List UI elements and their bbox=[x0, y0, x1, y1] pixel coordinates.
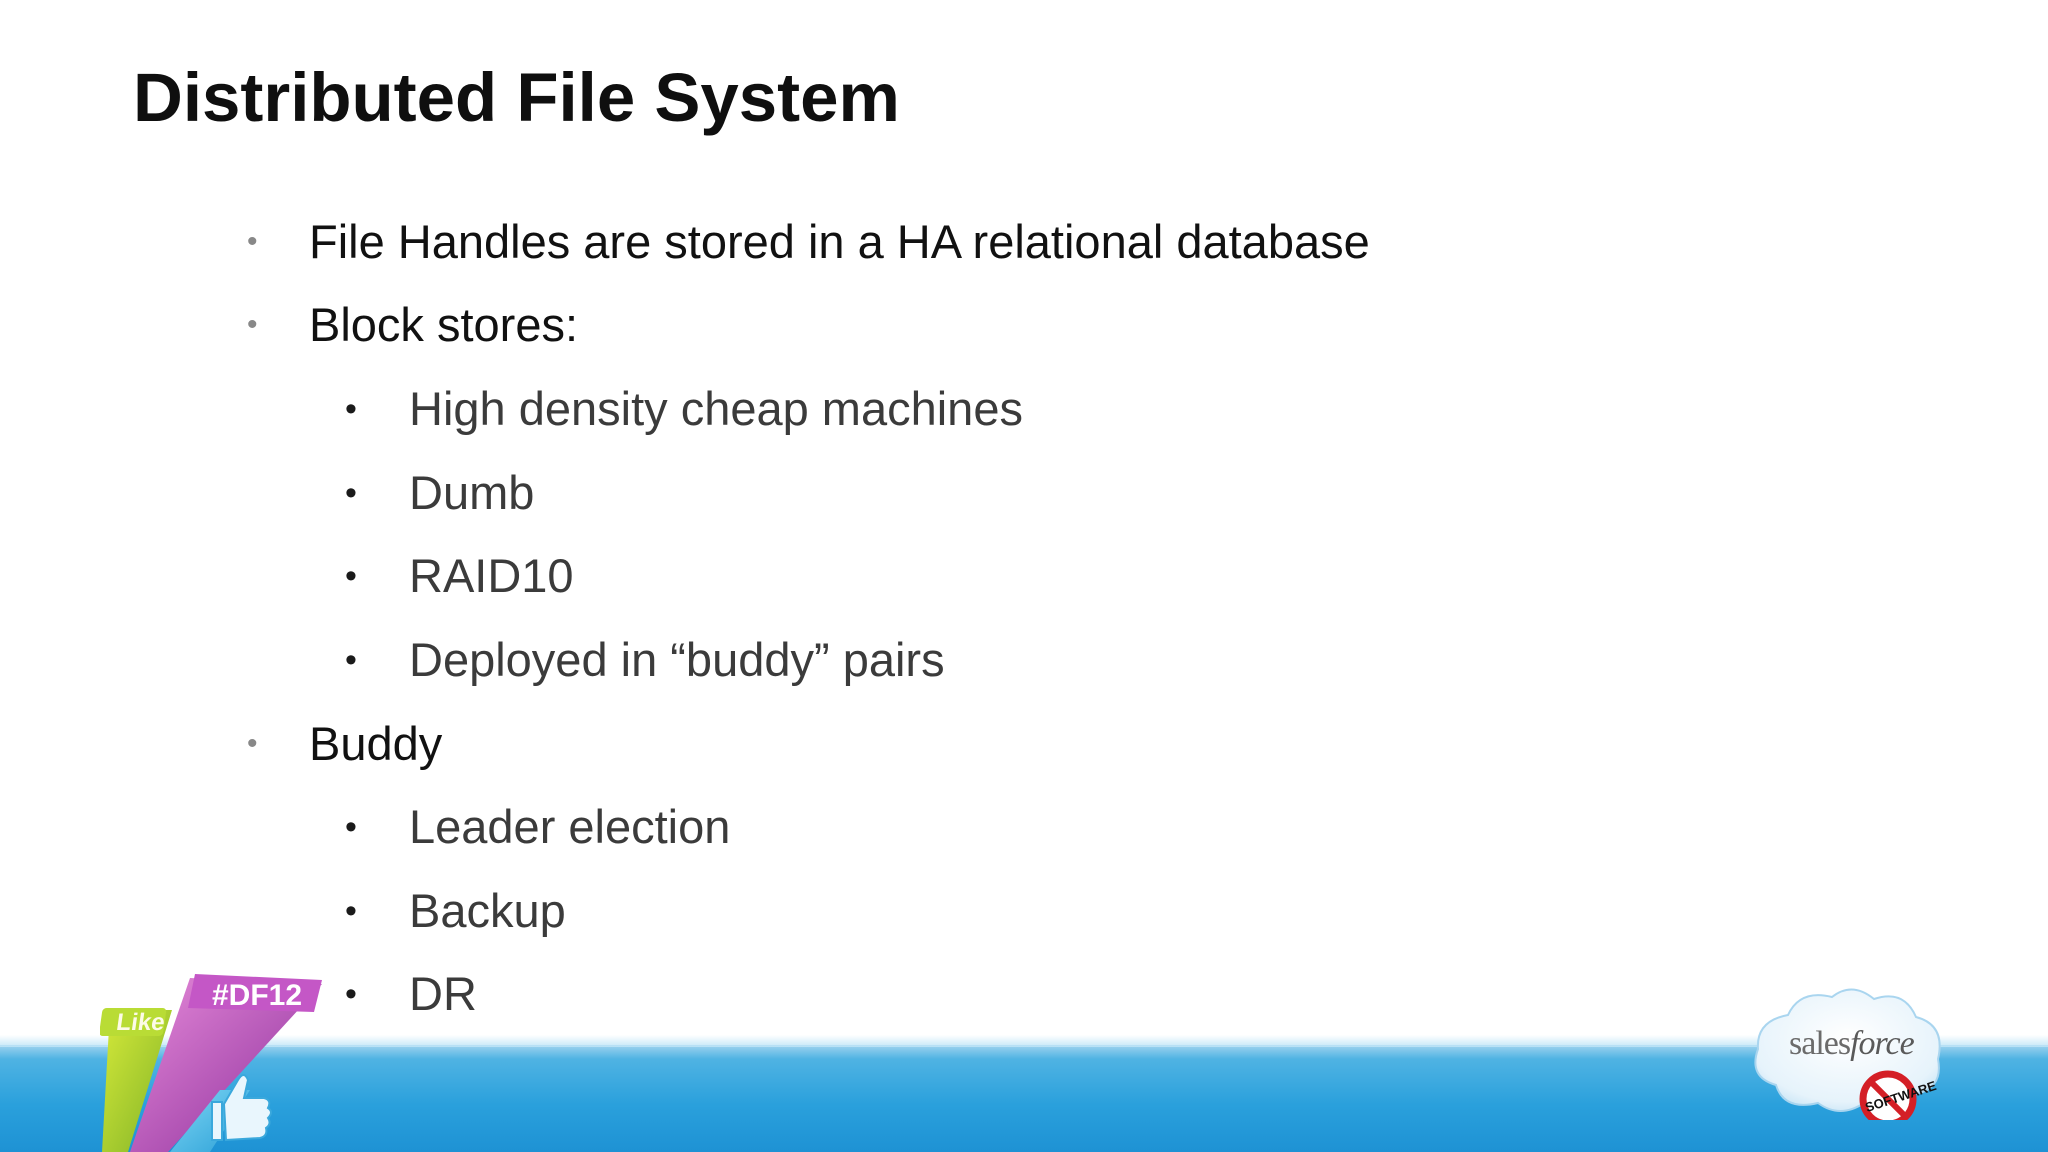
thumbs-up-icon bbox=[211, 1074, 272, 1142]
bullet-item: • File Handles are stored in a HA relati… bbox=[247, 215, 1370, 268]
sub-bullet-item: • Dumb bbox=[345, 466, 535, 519]
sub-bullet-item: • DR bbox=[345, 967, 477, 1020]
wordmark-sales: sales bbox=[1789, 1025, 1851, 1062]
bullet-dot: • bbox=[345, 473, 357, 512]
slide-title: Distributed File System bbox=[133, 59, 900, 136]
bullet-text: Backup bbox=[409, 884, 566, 937]
bullet-text: Deployed in “buddy” pairs bbox=[409, 633, 945, 686]
bullet-dot: • bbox=[247, 307, 258, 341]
bullet-dot: • bbox=[345, 389, 357, 428]
bullet-text: Leader election bbox=[409, 800, 731, 853]
bullet-text: DR bbox=[409, 967, 477, 1020]
bullet-text: Block stores: bbox=[309, 298, 579, 351]
sub-bullet-item: • Backup bbox=[345, 884, 566, 937]
salesforce-logo: SOFTWARE bbox=[1754, 988, 1941, 1120]
bullet-text: RAID10 bbox=[409, 549, 574, 602]
bullet-item: • Block stores: bbox=[247, 298, 579, 351]
footer-bar bbox=[0, 1035, 2048, 1152]
sub-bullet-item: • Leader election bbox=[345, 800, 731, 853]
bullet-text: Dumb bbox=[409, 466, 535, 519]
sub-bullet-item: • RAID10 bbox=[345, 549, 574, 602]
salesforce-wordmark: salesforce bbox=[1789, 1025, 1915, 1063]
bullet-dot: • bbox=[345, 640, 357, 679]
bullet-text: File Handles are stored in a HA relation… bbox=[309, 215, 1370, 268]
hashtag-label: #DF12 bbox=[212, 979, 302, 1012]
df12-logo: Like #DF12 bbox=[100, 974, 322, 1152]
bullet-dot: • bbox=[247, 726, 258, 760]
wordmark-force: force bbox=[1850, 1025, 1915, 1062]
sub-bullet-item: • High density cheap machines bbox=[345, 382, 1023, 435]
no-software-icon: SOFTWARE bbox=[1859, 1070, 1938, 1120]
bullet-dot: • bbox=[345, 556, 357, 595]
bullet-dot: • bbox=[345, 807, 357, 846]
bullet-item: • Buddy bbox=[247, 717, 443, 770]
bullet-dot: • bbox=[247, 224, 258, 258]
bullet-dot: • bbox=[345, 891, 357, 930]
bullet-text: High density cheap machines bbox=[409, 382, 1023, 435]
like-label: Like bbox=[115, 1009, 167, 1036]
sub-bullet-item: • Deployed in “buddy” pairs bbox=[345, 633, 945, 686]
bullet-dot: • bbox=[345, 974, 357, 1013]
bullet-text: Buddy bbox=[309, 717, 443, 770]
